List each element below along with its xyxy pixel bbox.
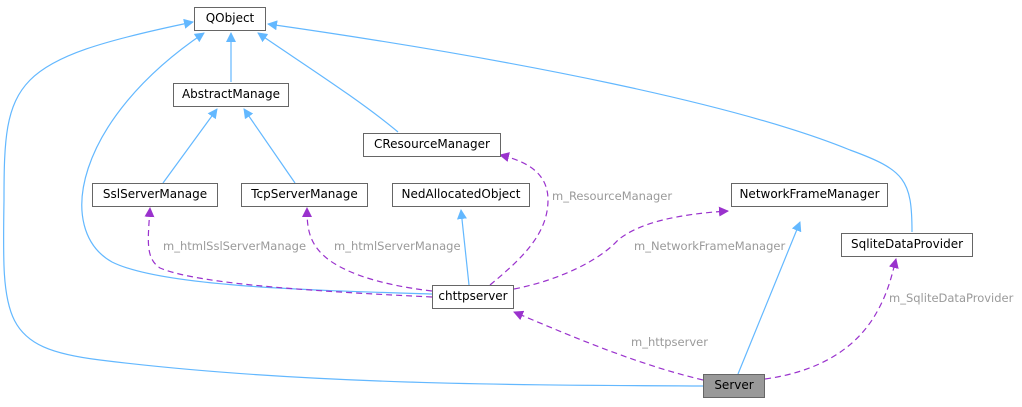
label-m-htmlservermanage: m_htmlServerManage — [334, 239, 461, 253]
edge-server-sqlitedataprovider — [764, 258, 899, 380]
node-networkframemanager[interactable]: NetworkFrameManager — [731, 183, 888, 207]
label-m-httpserver: m_httpserver — [631, 335, 708, 349]
edge-cresourcemanager-qobject — [257, 32, 399, 133]
node-abstractmanage[interactable]: AbstractManage — [173, 83, 289, 107]
edge-sqlitedataprovider-qobject — [267, 20, 913, 233]
edge-chttpserver-nedallocatedobject — [456, 209, 470, 286]
usage-edges — [144, 152, 899, 381]
node-chttpserver[interactable]: chttpserver — [432, 285, 514, 309]
node-nedallocatedobject[interactable]: NedAllocatedObject — [392, 183, 530, 207]
node-server[interactable]: Server — [703, 374, 765, 398]
edge-sslservermanage-abstractmanage — [162, 108, 218, 184]
edge-chttpserver-cresourcemanager — [489, 152, 549, 286]
edge-tcpservermanage-abstractmanage — [243, 108, 296, 184]
node-sqlitedataprovider[interactable]: SqliteDataProvider — [841, 233, 973, 257]
label-m-htmlsslservermanage: m_htmlSslServerManage — [163, 239, 307, 253]
node-sslservermanage[interactable]: SslServerManage — [92, 183, 218, 207]
node-cresourcemanager[interactable]: CResourceManager — [363, 133, 501, 157]
label-m-resourcemanager: m_ResourceManager — [552, 189, 673, 203]
label-m-networkframemanager: m_NetworkFrameManager — [634, 239, 786, 253]
label-m-sqlitedataprovider: m_SqliteDataProvider — [889, 291, 1014, 305]
edge-chttpserver-networkframemanager — [513, 206, 729, 290]
edge-server-networkframemanager — [737, 221, 802, 375]
node-tcpservermanage[interactable]: TcpServerManage — [241, 183, 368, 207]
edge-server-qobject — [2, 18, 704, 387]
edge-chttpserver-qobject — [81, 32, 433, 295]
edge-server-chttpserver — [513, 310, 704, 381]
edge-chttpserver-sslservermanage — [144, 207, 433, 298]
edge-chttpserver-tcpservermanage — [302, 207, 433, 292]
node-qobject[interactable]: QObject — [194, 7, 266, 31]
